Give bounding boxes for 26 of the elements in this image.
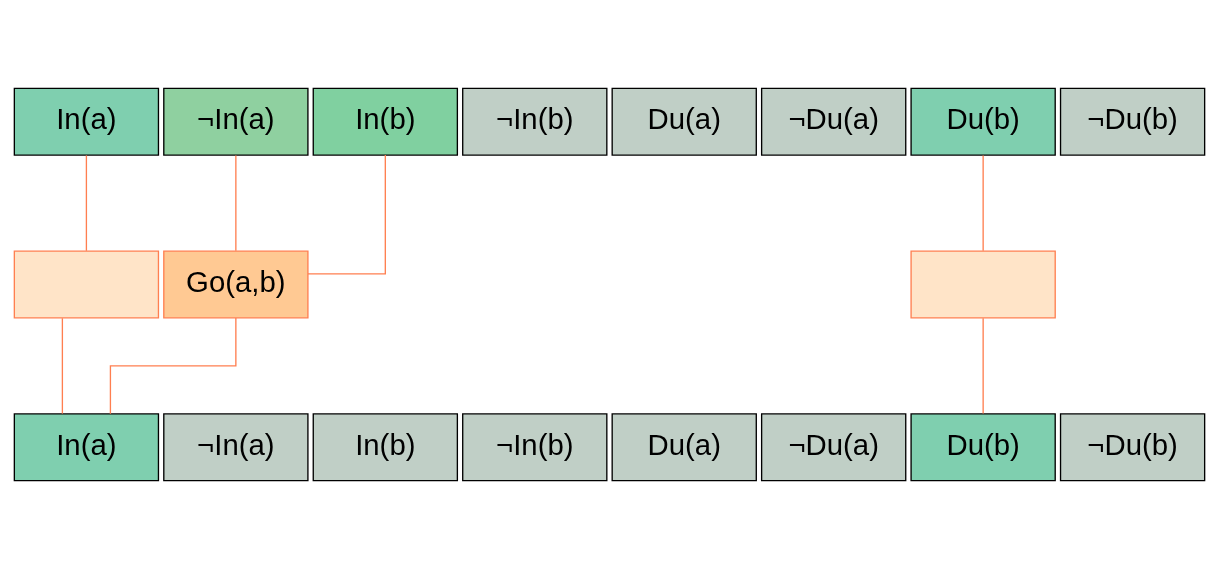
connector	[109, 316, 237, 414]
node-box: ¬Du(a)	[760, 412, 907, 481]
node-box: ¬Du(b)	[1059, 412, 1206, 481]
node-box: ¬Du(b)	[1059, 87, 1206, 156]
node-box: In(b)	[312, 87, 459, 156]
connector	[61, 317, 64, 414]
node-box: In(b)	[312, 412, 459, 481]
node-box	[910, 249, 1056, 319]
node-box: ¬Du(a)	[760, 87, 907, 156]
node-box: Du(b)	[910, 87, 1056, 156]
node-box: ¬In(b)	[462, 412, 608, 481]
connector	[982, 317, 984, 414]
node-box: ¬In(a)	[163, 412, 309, 481]
node-box: Go(a,b)	[163, 249, 309, 319]
connector	[307, 153, 386, 274]
node-box: Du(b)	[910, 412, 1056, 481]
node-box: In(a)	[13, 87, 160, 156]
node-box: ¬In(a)	[163, 87, 309, 156]
connector	[982, 154, 984, 251]
node-box: Du(a)	[611, 87, 757, 156]
connector	[85, 154, 88, 251]
connector	[235, 154, 237, 251]
node-box	[13, 249, 160, 319]
node-box: In(a)	[13, 412, 160, 481]
node-box: ¬In(b)	[462, 87, 608, 156]
node-box: Du(a)	[611, 412, 757, 481]
